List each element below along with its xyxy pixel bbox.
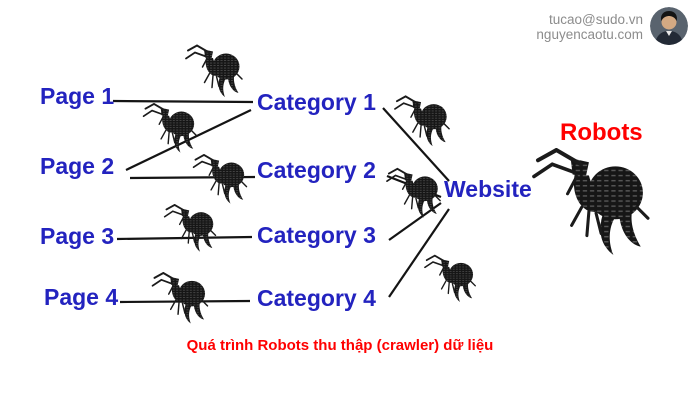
contact-info: tucao@sudo.vn nguyencaotu.com xyxy=(536,12,643,42)
edge-category-3-to-website xyxy=(388,202,442,241)
node-page-3: Page 3 xyxy=(40,223,115,249)
spider-robot-icon xyxy=(142,103,200,155)
edge-page-2-to-category-2 xyxy=(129,175,256,180)
robots-label: Robots xyxy=(560,119,643,146)
spider-robot-icon xyxy=(394,95,452,149)
diagram-caption: Quá trình Robots thu thập (crawler) dữ l… xyxy=(186,337,494,354)
spider-robot-icon xyxy=(386,167,443,221)
node-category-3: Category 3 xyxy=(257,222,376,248)
contact-domain: nguyencaotu.com xyxy=(536,27,643,42)
node-category-4: Category 4 xyxy=(257,285,376,311)
spider-robot-icon xyxy=(188,154,254,206)
edge-page-4-to-category-4 xyxy=(119,299,251,304)
node-category-2: Category 2 xyxy=(257,157,376,183)
edge-category-1-to-website xyxy=(382,107,450,182)
edge-page-2-to-category-1 xyxy=(125,109,252,171)
person-avatar xyxy=(650,7,688,45)
edge-page-1-to-category-1 xyxy=(112,99,254,104)
spider-robot-icon xyxy=(148,272,214,326)
contact-email: tucao@sudo.vn xyxy=(548,12,643,27)
edge-category-2-to-website xyxy=(386,174,442,199)
spider-robot-icon xyxy=(424,249,478,310)
spider-robot-icon-large xyxy=(528,148,658,260)
node-page-4: Page 4 xyxy=(44,284,119,310)
edge-category-4-to-website xyxy=(388,208,450,298)
node-page-2: Page 2 xyxy=(40,153,115,179)
spider-robot-icon xyxy=(185,44,245,100)
node-page-1: Page 1 xyxy=(40,83,115,109)
edge-page-3-to-category-3 xyxy=(116,235,253,241)
spider-robot-icon xyxy=(159,204,223,254)
node-website: Website xyxy=(444,176,532,202)
node-category-1: Category 1 xyxy=(257,89,376,115)
